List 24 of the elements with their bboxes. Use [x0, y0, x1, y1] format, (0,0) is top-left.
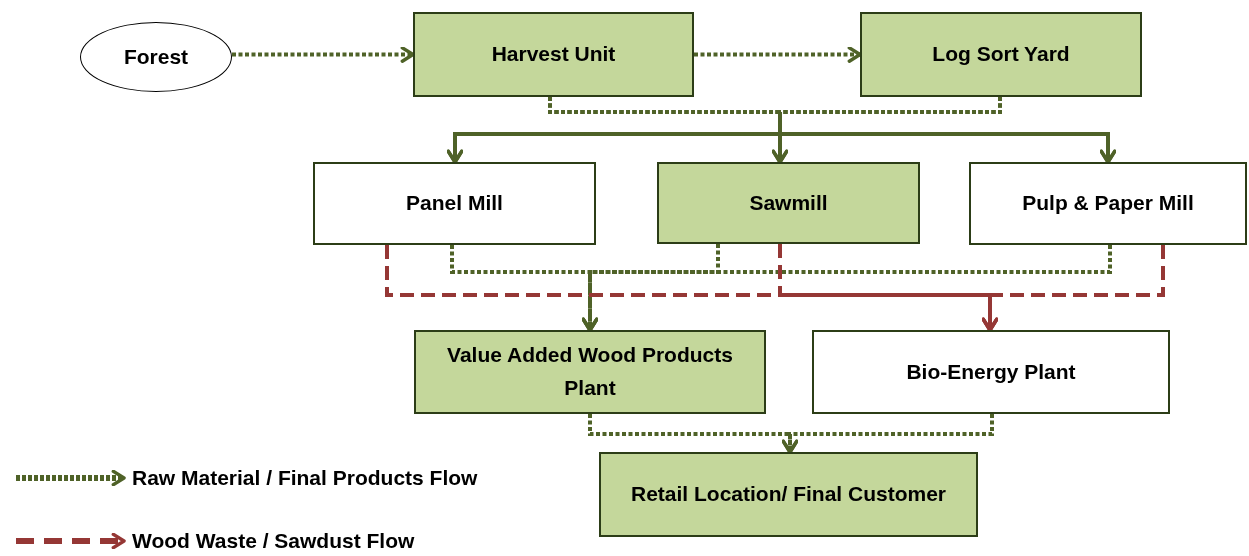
- process-box: [599, 452, 978, 537]
- node-label: Harvest Unit: [491, 41, 616, 68]
- node-label: Pulp & Paper Mill: [1022, 190, 1194, 217]
- process-box: [657, 162, 920, 244]
- flow-arrow: [781, 414, 994, 454]
- node-label: Log Sort Yard: [932, 41, 1070, 68]
- process-box: [860, 12, 1142, 97]
- flow-arrow: [581, 245, 1112, 332]
- flow-arrow: [694, 46, 862, 63]
- node-label: Retail Location/ Final Customer: [630, 481, 946, 508]
- process-box: [812, 330, 1170, 414]
- node-label: Panel Mill: [406, 190, 503, 217]
- process-box: [414, 330, 766, 414]
- flow-arrow: [981, 245, 1165, 332]
- node-label: Value Added Wood Products Plant: [446, 342, 734, 401]
- process-box: [969, 162, 1247, 245]
- process-box: [313, 162, 596, 245]
- node-label: Bio-Energy Plant: [906, 358, 1076, 385]
- node-label: Sawmill: [749, 189, 828, 216]
- process-box: [413, 12, 694, 97]
- legend-label: Wood Waste / Sawdust Flow: [132, 529, 415, 553]
- flow-arrow: [232, 46, 415, 63]
- legend-label: Raw Material / Final Products Flow: [132, 466, 478, 490]
- node-label: Forest: [123, 43, 189, 70]
